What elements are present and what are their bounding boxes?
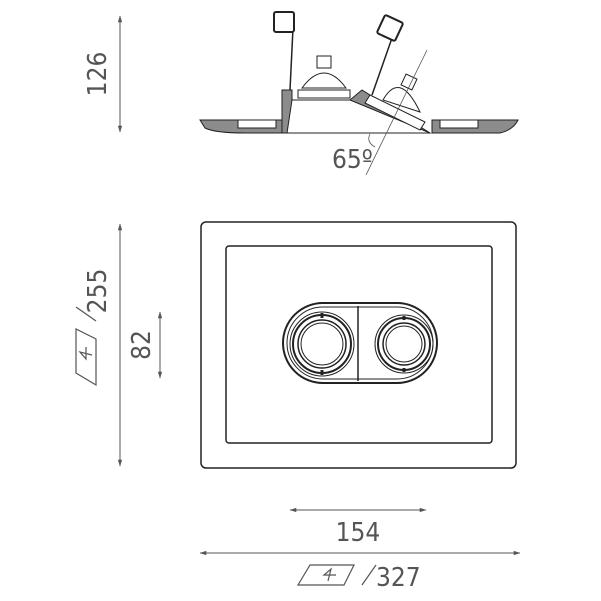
height-label: 126 bbox=[83, 52, 113, 97]
cutout-width-label: 327 bbox=[376, 563, 421, 593]
inner-height-label: 82 bbox=[127, 330, 157, 360]
cutout-icon bbox=[75, 306, 97, 387]
front-view bbox=[200, 221, 517, 469]
side-view bbox=[199, 11, 519, 176]
inner-width-label: 154 bbox=[336, 518, 381, 548]
angle-label: 65º bbox=[332, 145, 373, 175]
cutout-height-label: 255 bbox=[83, 269, 113, 314]
cutout-icon bbox=[296, 564, 377, 586]
